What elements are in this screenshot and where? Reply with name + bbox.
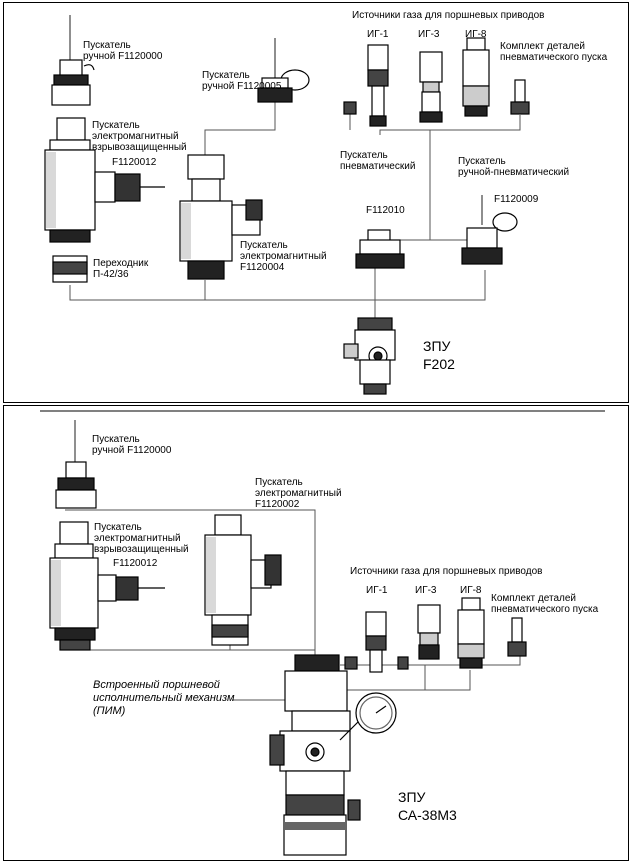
em-starter-f1120002 [204,514,282,646]
label-code-f112010: F112010 [366,205,405,216]
label-em-ex-starter: Пускатель электромагнитный взрывозащищен… [92,120,187,153]
zpu-sa38m3-device [269,654,397,856]
label-kit-bottom: Комплект деталей пневматического пуска [491,593,599,615]
label-manual-pneumatic-starter: Пускатель ручной-пневматический [458,156,570,178]
label-zpu-f202-line1: ЗПУ [423,338,451,354]
gas-source-ig8-bottom [457,597,485,669]
label-ig3: ИГ-3 [418,29,440,40]
label-code-f1120012-bottom: F1120012 [113,558,158,569]
gas-source-ig3-top [419,51,443,123]
gas-source-ig3-bottom [417,604,441,660]
label-ig8-bottom: ИГ-8 [460,585,482,596]
label-code-f1120009: F1120009 [494,194,539,205]
gas-source-ig1-top [367,44,389,127]
gas-source-ig8-top [462,37,490,117]
manual-starter-f1120000-top [51,15,95,106]
manual-starter-f1120000-bottom [55,420,97,509]
label-kit: Комплект деталей пневматического пуска [500,41,608,63]
label-ig1: ИГ-1 [367,29,389,40]
label-pim: Встроенный поршневой исполнительный меха… [93,679,235,717]
gas-sources-title-bottom: Источники газа для поршневых приводов [350,566,543,577]
label-manual-starter-f1120005: Пускатель ручной F1120005 [202,70,282,92]
label-manual-starter-f1120000: Пускатель ручной F1120000 [83,40,163,62]
gas-source-ig1-bottom [365,611,387,673]
kit-pneumatic-top [343,79,530,115]
gas-sources-title: Источники газа для поршневых приводов [352,10,545,21]
label-pneumatic-starter: Пускатель пневматический [340,150,416,172]
label-ig8: ИГ-8 [465,29,487,40]
label-zpu-f202-line2: F202 [423,356,455,372]
pipe-main-top [69,270,486,301]
pneumatic-starter-f112010 [355,229,405,269]
label-em-ex-starter-bottom: Пускатель электромагнитный взрывозащищен… [94,522,189,555]
label-zpu-sa38m3-line1: ЗПУ [398,789,426,805]
label-code-f1120012: F1120012 [112,157,157,168]
zpu-f202-device [343,317,396,395]
manual-pneumatic-starter-f1120009 [461,195,518,265]
em-ex-starter-f1120012-bottom [49,521,165,651]
label-em-starter-f1120004: Пускатель электромагнитный F1120004 [240,240,327,273]
label-adapter: Переходник П-42/36 [93,258,149,280]
label-manual-starter-f1120000-bottom: Пускатель ручной F1120000 [92,434,172,456]
em-ex-starter-f1120012-top [44,117,165,283]
kit-pneumatic-bottom [344,617,527,670]
em-starter-f1120004 [179,154,263,280]
label-zpu-sa38m3-line2: СА-38М3 [398,807,457,823]
manual-starter-f1120005 [257,38,310,103]
label-ig3-bottom: ИГ-3 [415,585,437,596]
label-em-starter-f1120002: Пускатель электромагнитный F1120002 [255,477,342,510]
label-ig1-bottom: ИГ-1 [366,585,388,596]
